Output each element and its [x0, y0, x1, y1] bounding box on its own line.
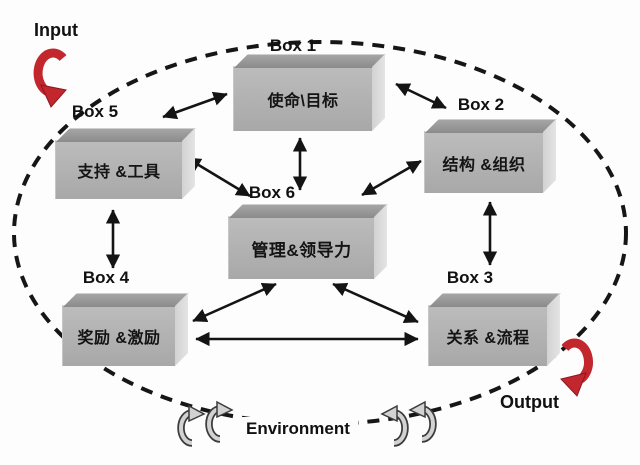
box5-support-tools: 支持 &工具	[55, 140, 182, 199]
box3-tag: Box 3	[446, 268, 494, 287]
box5-label: 支持 &工具	[77, 164, 161, 181]
arrow-box5-box6	[186, 156, 251, 198]
input-label: Input	[34, 20, 78, 40]
box5-tag: Box 5	[71, 102, 119, 121]
box1-mission-goals: 使命\目标	[233, 66, 372, 131]
box3-label: 关系 &流程	[446, 330, 530, 347]
arrow-box1-box2	[395, 82, 447, 110]
environment-cycle-arrows-right-icon	[380, 400, 437, 447]
environment-cycle-arrows-left-icon	[177, 400, 234, 447]
box2-label: 结构 &组织	[442, 156, 526, 174]
box6-tag: Box 6	[248, 183, 296, 202]
box4-tag: Box 4	[82, 268, 130, 287]
arrow-box5-box1	[162, 91, 228, 120]
arrow-box6-box3	[332, 282, 419, 324]
box1-tag: Box 1	[269, 36, 317, 55]
box2-structure-organization: 结构 &组织	[424, 131, 543, 193]
system-boundary-dashed-ellipse	[12, 40, 628, 426]
arrow-box4-box6	[192, 282, 277, 323]
box1-label: 使命\目标	[267, 93, 339, 110]
box4-label: 奖励 &激励	[77, 330, 161, 347]
arrow-box6-box2	[361, 159, 422, 197]
box3-relationships-processes: 关系 &流程	[428, 305, 547, 366]
box4-rewards-incentives: 奖励 &激励	[62, 305, 175, 366]
output-curved-arrow-icon	[560, 338, 593, 397]
input-curved-arrow-icon	[33, 48, 67, 108]
environment-label: Environment	[238, 417, 358, 441]
box6-label: 管理&领导力	[251, 240, 352, 260]
output-label: Output	[500, 392, 559, 412]
box6-management-leadership: 管理&领导力	[228, 216, 374, 279]
box2-tag: Box 2	[457, 95, 505, 114]
